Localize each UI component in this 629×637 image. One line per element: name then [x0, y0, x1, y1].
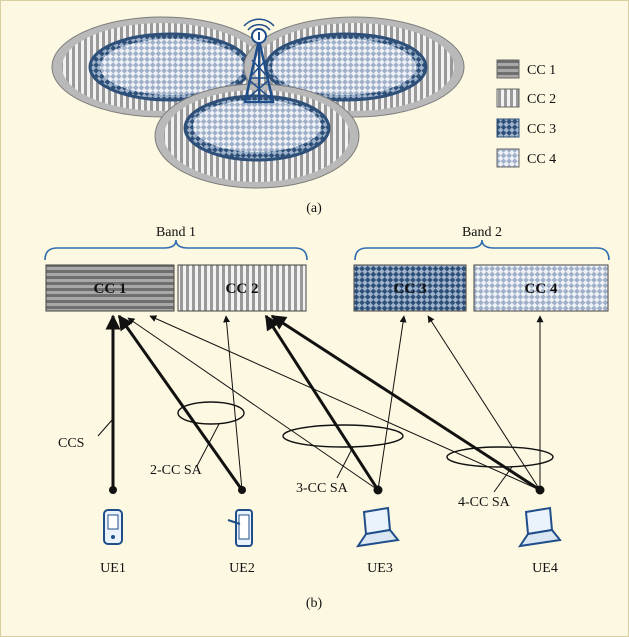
cc4-label: CC 4 — [525, 281, 558, 297]
cc2-block — [177, 264, 307, 312]
cc3-block — [353, 264, 467, 312]
smartphone-stylus-icon — [227, 509, 253, 547]
ue4-origin — [535, 485, 545, 495]
band-braces: Band 1 Band 2 — [44, 225, 610, 261]
link-ue3-cc2 — [264, 314, 380, 491]
cc3-label: CC 3 — [394, 281, 427, 297]
sa4-leader — [493, 466, 513, 493]
ue4-label: UE4 — [532, 561, 558, 576]
link-ue4-cc1 — [149, 315, 541, 491]
ccs-label: CCS — [58, 436, 84, 451]
ue2-label: UE2 — [229, 561, 255, 576]
link-ue3-cc3 — [377, 315, 407, 491]
ue3-label: UE3 — [367, 561, 393, 576]
link-ue2-cc1 — [117, 314, 244, 491]
ue1-origin — [109, 486, 117, 494]
legend-label-cc3: CC 3 — [527, 122, 556, 137]
base-station-tower-icon — [243, 18, 275, 104]
thick-links — [105, 314, 541, 492]
cc2-label: CC 2 — [226, 281, 259, 297]
carrier-blocks: CC 1 CC 2 CC 3 CC 4 — [45, 264, 609, 312]
sa3-leader — [336, 446, 354, 479]
legend-swatch-cc4 — [496, 148, 520, 168]
link-ue3-cc1 — [127, 317, 379, 491]
sa3-ellipse — [282, 424, 404, 448]
cell-coverage-diagram — [51, 16, 465, 189]
band-1-label: Band 1 — [156, 225, 196, 240]
link-ue2-cc2 — [223, 315, 243, 491]
legend-label-cc2: CC 2 — [527, 92, 556, 107]
thin-links — [127, 315, 544, 491]
link-ue4-cc3 — [427, 315, 541, 491]
sa2-label: 2-CC SA — [150, 463, 203, 478]
laptop-icon — [355, 506, 400, 548]
legend: CC 1 CC 2 CC 3 CC 4 — [496, 59, 556, 168]
sa2-ellipse — [177, 401, 245, 425]
legend-label-cc1: CC 1 — [527, 63, 556, 78]
cc1-block — [45, 264, 175, 312]
sa4-ellipse — [446, 446, 554, 468]
band-1-brace — [44, 239, 308, 261]
label-leaders — [97, 419, 513, 493]
band-2-label: Band 2 — [462, 225, 502, 240]
ue-origins — [109, 485, 545, 495]
legend-swatch-cc3 — [496, 118, 520, 138]
laptop-icon — [517, 506, 562, 548]
caption-b: (b) — [306, 596, 323, 611]
ue1-label: UE1 — [100, 561, 126, 576]
legend-swatch-cc1 — [496, 59, 520, 79]
legend-swatch-cc2 — [496, 88, 520, 108]
band-2-brace — [354, 239, 610, 261]
cc4-block — [473, 264, 609, 312]
mobile-phone-icon — [103, 509, 123, 545]
ue2-origin — [238, 486, 246, 494]
link-ue4-cc2 — [270, 314, 541, 492]
sa2-leader — [196, 423, 220, 467]
annotation-labels: CCS 2-CC SA 3-CC SA 4-CC SA — [58, 436, 511, 510]
ccs-leader — [97, 419, 113, 437]
cc1-label: CC 1 — [94, 281, 127, 297]
caption-a: (a) — [306, 201, 322, 216]
sa3-label: 3-CC SA — [296, 481, 349, 496]
legend-label-cc4: CC 4 — [527, 152, 556, 167]
ue3-origin — [373, 485, 383, 495]
aggregation-ellipses — [177, 401, 554, 468]
device-labels: UE1 UE2 UE3 UE4 — [100, 561, 558, 576]
sector-bottom — [154, 83, 360, 189]
sa4-label: 4-CC SA — [458, 495, 511, 510]
